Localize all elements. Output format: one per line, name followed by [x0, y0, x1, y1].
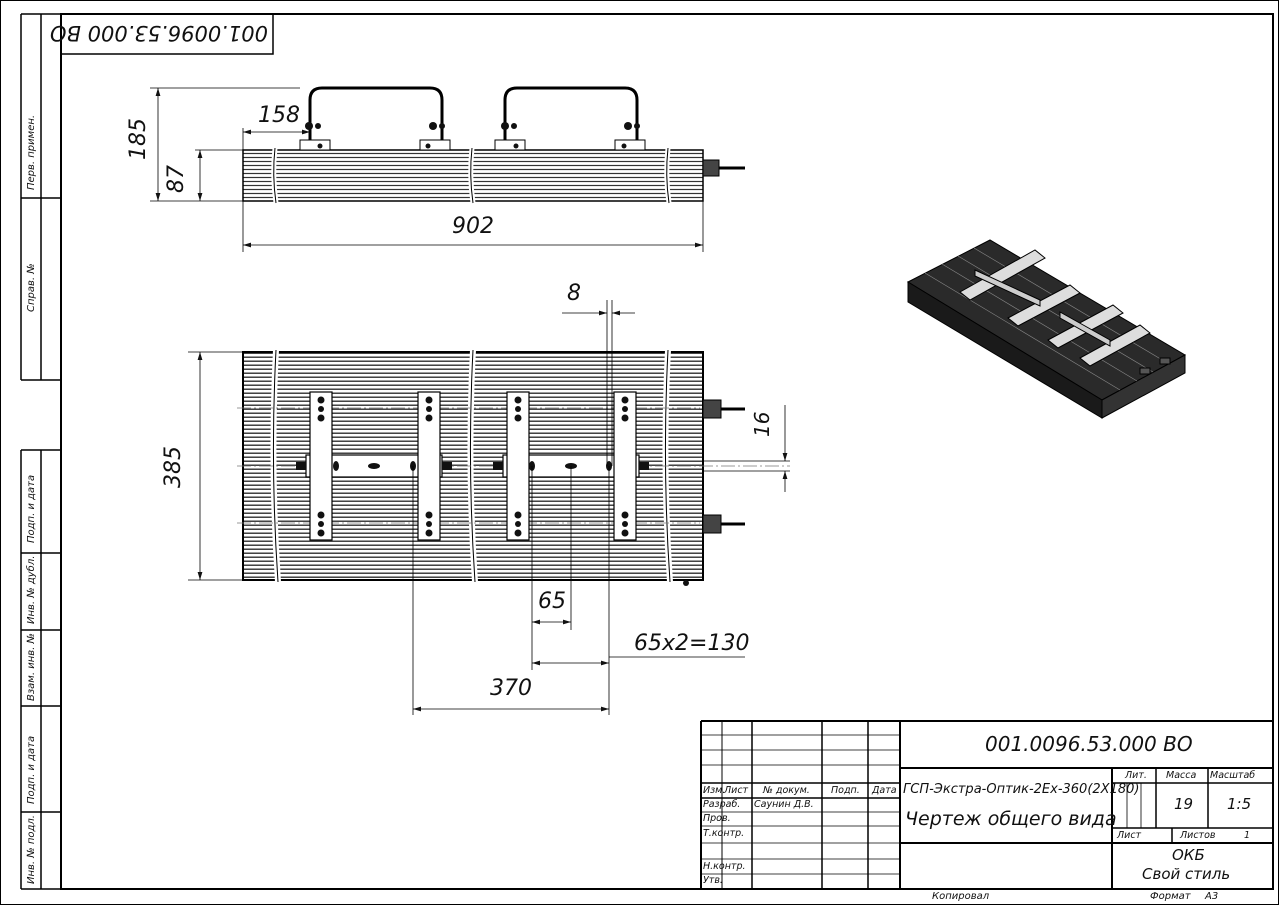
plan-view [188, 300, 790, 715]
dim-185: 185 [126, 118, 151, 160]
tb-org-line1: ОКБ [1172, 846, 1205, 864]
stamp-box [60, 13, 274, 55]
tb-massa-value: 19 [1174, 795, 1194, 813]
dim-65x2: 65x2=130 [634, 631, 750, 656]
side-view [150, 86, 745, 252]
tb-listov-value: 1 [1244, 830, 1251, 841]
tb-masshtab-label: Масштаб [1210, 770, 1256, 781]
tb-prov-label: Пров. [703, 813, 731, 824]
title-block [700, 720, 1273, 889]
tb-nkontr-label: Н.контр. [703, 861, 746, 872]
dim-385: 385 [161, 446, 186, 488]
tb-utv-label: Утв. [703, 875, 723, 886]
tb-format-value: А3 [1205, 891, 1219, 902]
dim-902: 902 [452, 214, 494, 239]
tb-tkontr-label: Т.контр. [703, 828, 745, 839]
tb-masshtab-value: 1:5 [1227, 795, 1252, 813]
dim-16: 16 [750, 411, 774, 437]
inner-frame [60, 13, 1274, 890]
side-label-podp-data-bottom: Подп. и дата [26, 735, 37, 804]
tb-massa-label: Масса [1166, 770, 1197, 781]
side-label-inv-dubl: Инв. № дубл. [26, 555, 37, 624]
dim-65: 65 [538, 589, 566, 614]
tb-razrab-name: Саунин Д.В. [754, 799, 814, 810]
dim-158: 158 [258, 103, 300, 128]
tb-col-data: Дата [872, 785, 897, 796]
side-label-inv-podl: Инв. № подл. [26, 815, 37, 884]
tb-list-label: Лист [1117, 830, 1142, 841]
side-label-perv-primen: Перв. примен. [26, 114, 37, 190]
dim-370: 370 [490, 676, 532, 701]
tb-kopiroval: Копировал [932, 891, 990, 902]
isometric-view [906, 239, 1187, 419]
side-label-sprav-no: Справ. № [26, 263, 37, 312]
side-label-podp-data-top: Подп. и дата [26, 474, 37, 543]
tb-col-izm: Изм. [703, 785, 726, 796]
dim-87: 87 [164, 165, 189, 193]
side-strip [20, 13, 61, 890]
tb-product-name: ГСП-Экстра-Оптик-2Ex-360(2X180) [903, 782, 1140, 797]
tb-col-podp: Подп. [831, 785, 860, 796]
tb-designation: 001.0096.53.000 ВО [985, 732, 1193, 756]
stamp-code: 001.0096.53.000 ВО [50, 21, 268, 45]
tb-lit-label: Лит. [1125, 770, 1147, 781]
tb-razrab-label: Разраб. [703, 799, 741, 810]
tb-org-line2: Свой стиль [1142, 865, 1231, 883]
side-label-vzam-inv: Взам. инв. № [26, 633, 37, 701]
tb-doc-title: Чертеж общего вида [905, 808, 1117, 830]
dim-8: 8 [567, 281, 581, 306]
tb-col-docum: № докум. [763, 785, 810, 796]
tb-listov-label: Листов [1180, 830, 1216, 841]
tb-format-label: Формат [1150, 891, 1191, 902]
tb-col-list: Лист [724, 785, 749, 796]
